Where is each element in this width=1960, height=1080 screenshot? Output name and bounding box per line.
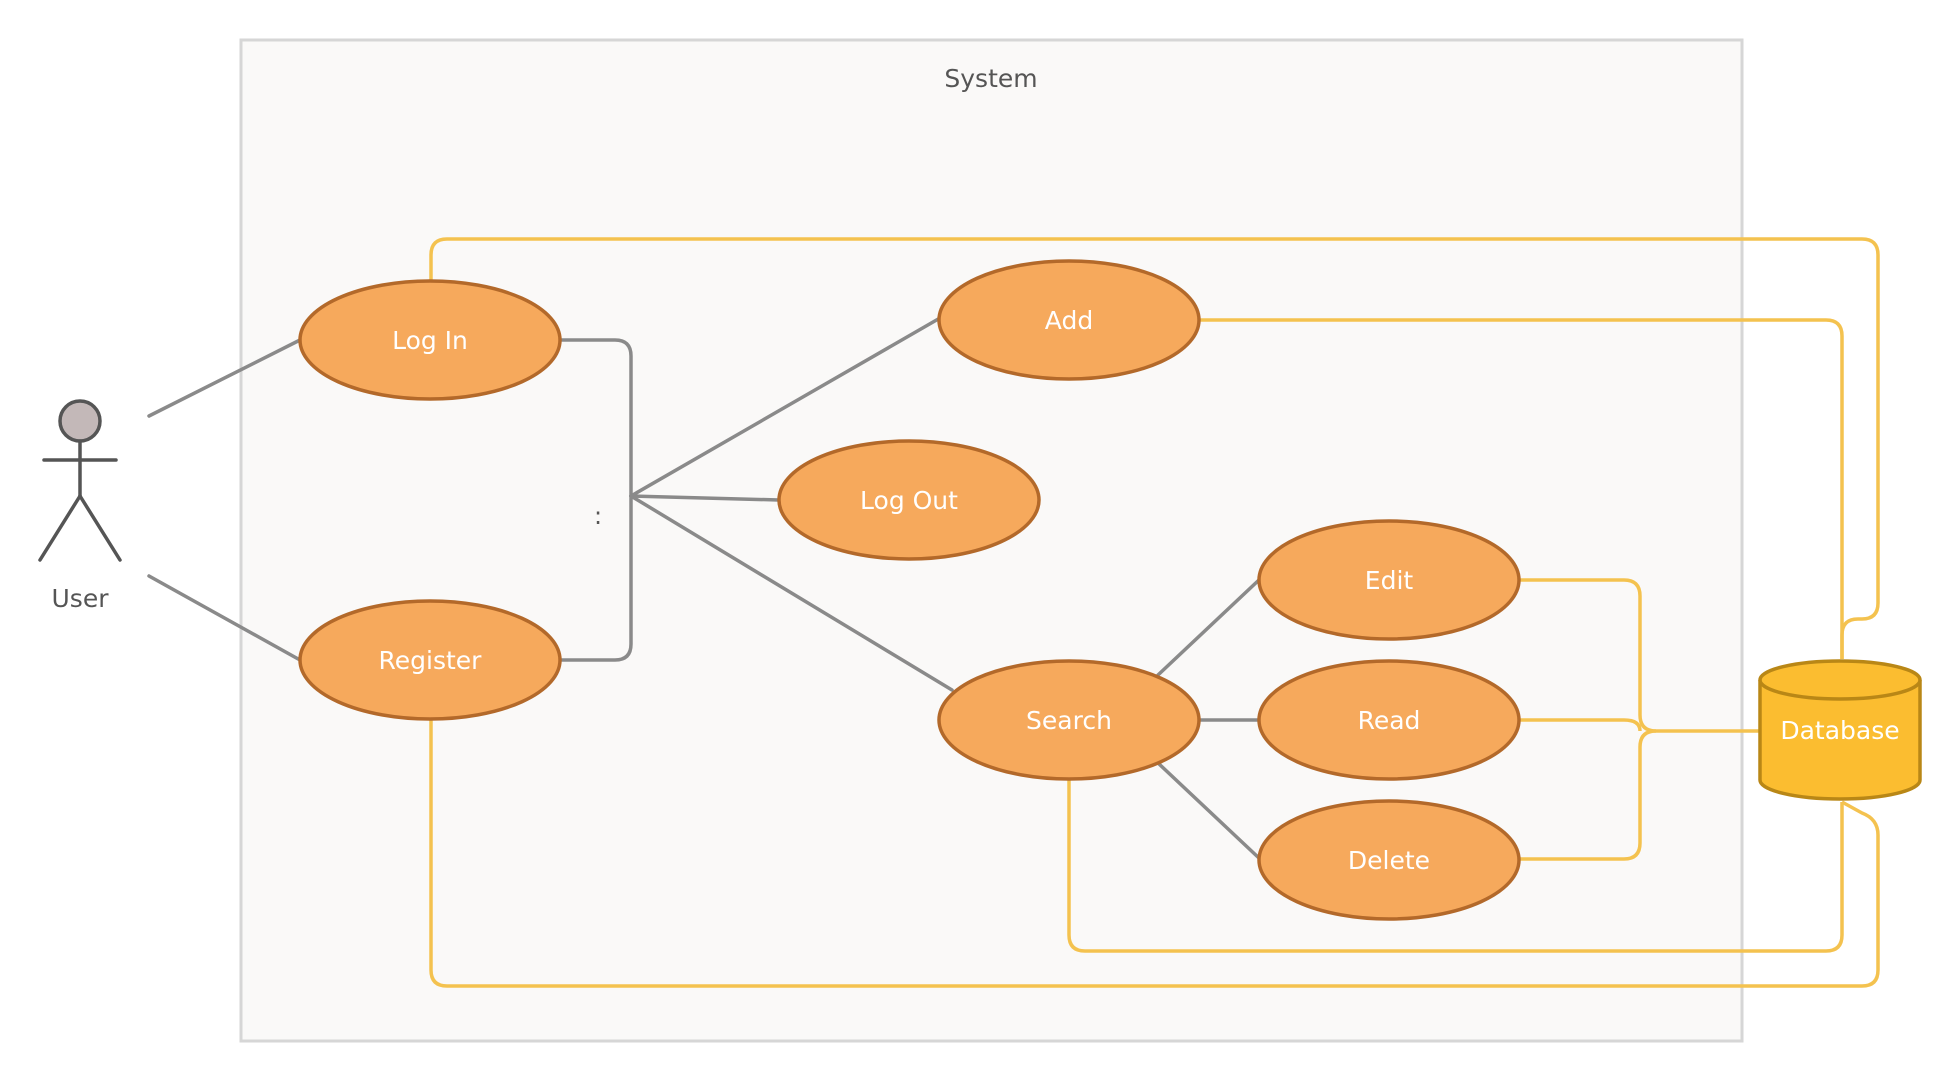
connector-delete-database: [1520, 729, 1657, 861]
actor-left-leg: [38, 494, 82, 562]
line-junction-add: [629, 316, 942, 498]
connector-login-database: [429, 237, 1880, 659]
line-junction-search: [629, 494, 954, 692]
use-case-label: Log Out: [860, 486, 958, 515]
actor-user: [38, 399, 122, 562]
use-case-add[interactable]: Add: [937, 259, 1201, 381]
junction-note: :: [594, 502, 602, 530]
actor-right-leg: [78, 494, 122, 562]
line-register-junction: [558, 494, 633, 662]
actor-head: [58, 399, 102, 443]
use-case-log-out[interactable]: Log Out: [777, 439, 1041, 561]
actor-name: User: [52, 584, 110, 613]
use-case-shape: [1257, 659, 1521, 781]
use-case-label: Delete: [1348, 846, 1430, 875]
use-case-shape: [937, 659, 1201, 781]
use-case-log-in[interactable]: Log In: [298, 279, 562, 401]
database-cylinder[interactable]: Database: [1758, 659, 1922, 801]
use-case-read[interactable]: Read: [1257, 659, 1521, 781]
use-case-shape: [937, 259, 1201, 381]
database-connectors: [429, 237, 1880, 988]
use-case-label: Register: [379, 646, 483, 675]
line-search-delete: [1156, 761, 1262, 861]
use-case-label: Add: [1045, 306, 1093, 335]
connector-read-database: [1520, 718, 1642, 732]
connector-search-database: [1067, 778, 1844, 953]
use-case-search[interactable]: Search: [937, 659, 1201, 781]
connector-add-database: [1199, 318, 1844, 659]
use-case-shape: [298, 279, 562, 401]
use-case-register[interactable]: Register: [298, 599, 562, 721]
line-user-register: [147, 574, 302, 662]
association-lines: [147, 316, 1262, 861]
line-login-junction: [558, 338, 633, 498]
connector-register-database: [429, 720, 1880, 988]
use-case-shape: [777, 439, 1041, 561]
use-case-label: Read: [1358, 706, 1421, 735]
use-case-shape: [1257, 519, 1521, 641]
line-search-edit: [1156, 577, 1262, 677]
database-top: [1758, 659, 1922, 701]
use-case-label: Log In: [392, 326, 468, 355]
use-case-edit[interactable]: Edit: [1257, 519, 1521, 641]
use-case-shape: [1257, 799, 1521, 921]
line-junction-logout: [629, 494, 781, 502]
use-case-shape: [298, 599, 562, 721]
database-body: [1758, 680, 1922, 801]
line-user-login: [147, 338, 302, 418]
use-case-label: Search: [1026, 706, 1112, 735]
use-case-label: Edit: [1365, 566, 1414, 595]
database-label: Database: [1780, 716, 1899, 745]
system-title: System: [944, 64, 1037, 93]
use-case-delete[interactable]: Delete: [1257, 799, 1521, 921]
